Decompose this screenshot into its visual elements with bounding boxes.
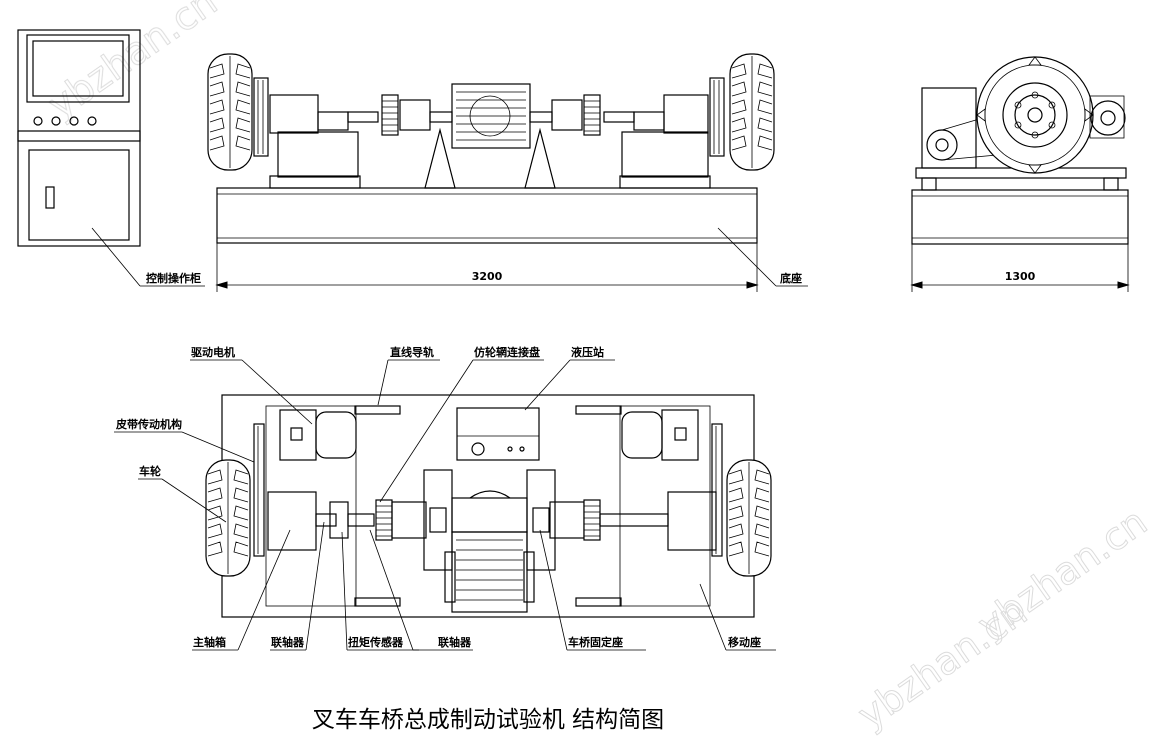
plan-view <box>205 394 772 618</box>
leader-lines-top <box>91 227 808 287</box>
dimension-width-text: 1300 <box>1005 270 1036 283</box>
dimension-3200 <box>215 243 759 292</box>
label-belt-drive: 皮带传动机构 <box>115 417 182 431</box>
label-wheel-rim-flange: 仿轮辋连接盘 <box>474 345 540 359</box>
label-coupling-right: 联轴器 <box>438 635 472 649</box>
label-drive-motor: 驱动电机 <box>191 345 235 359</box>
dimension-length-text: 3200 <box>472 270 503 283</box>
label-hydraulic-station: 液压站 <box>571 345 604 359</box>
label-moving-base: 移动座 <box>728 635 761 649</box>
label-torque-sensor: 扭矩传感器 <box>348 635 404 649</box>
control-cabinet <box>17 29 141 247</box>
label-coupling-left: 联轴器 <box>271 635 305 649</box>
front-elevation-view <box>207 53 775 244</box>
side-elevation-view <box>911 56 1129 245</box>
label-base: 底座 <box>780 271 802 285</box>
svg-text:ybzhan.cn: ybzhan.cn <box>40 0 225 127</box>
leader-lines-plan <box>114 359 776 651</box>
dimension-1300 <box>910 244 1130 292</box>
label-linear-guide: 直线导轨 <box>390 345 434 359</box>
label-control-cabinet: 控制操作柜 <box>146 271 201 285</box>
label-axle-fixture: 车桥固定座 <box>568 635 623 649</box>
svg-text:ybzhan.cn: ybzhan.cn <box>850 589 1035 737</box>
label-wheel: 车轮 <box>139 464 161 478</box>
label-spindle-box: 主轴箱 <box>193 635 226 649</box>
diagram-title: 叉车车桥总成制动试验机 结构简图 <box>312 707 664 733</box>
